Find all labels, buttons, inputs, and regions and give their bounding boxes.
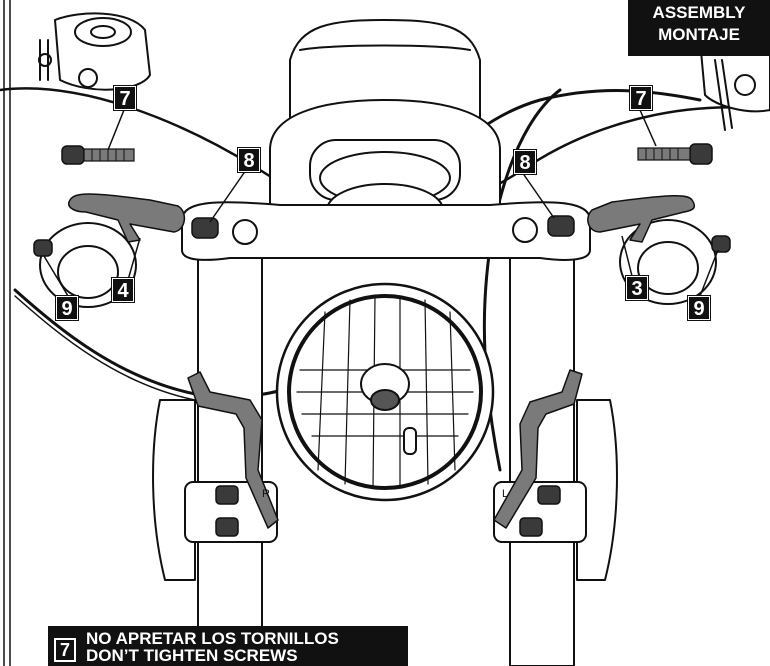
triple-clamp (181, 201, 591, 261)
callout-9-right: 9 (687, 295, 711, 321)
right-screw-7 (637, 143, 713, 165)
right-bracket-3 (587, 195, 696, 243)
note-step-number: 7 (54, 638, 76, 662)
part-caps (33, 235, 731, 257)
left-cap-9 (33, 239, 53, 257)
left-edge-lines (3, 0, 11, 666)
left-side-headlight-bracket (493, 369, 583, 529)
left-screw-7 (61, 145, 135, 165)
left-bracket-4 (68, 193, 186, 243)
section-header: ASSEMBLY MONTAJE (628, 0, 770, 56)
note-line-english: DON’T TIGHTEN SCREWS (86, 646, 298, 665)
right-spacer-8 (547, 215, 575, 237)
bracket-mark-left: L (502, 488, 508, 500)
callout-4: 4 (111, 277, 135, 303)
callout-3: 3 (625, 275, 649, 301)
part-brackets (68, 193, 696, 243)
header-line-spanish: MONTAJE (658, 25, 740, 44)
note-text: NO APRETAR LOS TORNILLOS DON’T TIGHTEN S… (86, 630, 339, 664)
part-spacers (191, 215, 575, 239)
bracket-mark-right: R (262, 488, 270, 500)
leader-lines (43, 109, 719, 297)
note-line-spanish: NO APRETAR LOS TORNILLOS (86, 629, 339, 648)
callout-9-left: 9 (55, 295, 79, 321)
left-spacer-8 (191, 217, 219, 239)
right-cap-9 (711, 235, 731, 253)
headlight-adjust-screw (403, 427, 417, 455)
instruction-note: 7 NO APRETAR LOS TORNILLOS DON’T TIGHTEN… (48, 626, 408, 666)
callout-8-right: 8 (513, 149, 537, 175)
callout-7-right: 7 (629, 85, 653, 111)
left-cable-inner (14, 295, 201, 402)
right-side-headlight-bracket (187, 371, 279, 529)
callout-7-left: 7 (113, 85, 137, 111)
part-screws (61, 143, 713, 165)
headlight-brackets (187, 369, 583, 529)
windscreen-top (289, 19, 481, 121)
right-fork-tube (509, 254, 575, 666)
clamp-bolts (215, 485, 561, 537)
headlight-rim (287, 294, 483, 490)
callout-8-left: 8 (237, 147, 261, 173)
header-line-english: ASSEMBLY (652, 3, 746, 22)
